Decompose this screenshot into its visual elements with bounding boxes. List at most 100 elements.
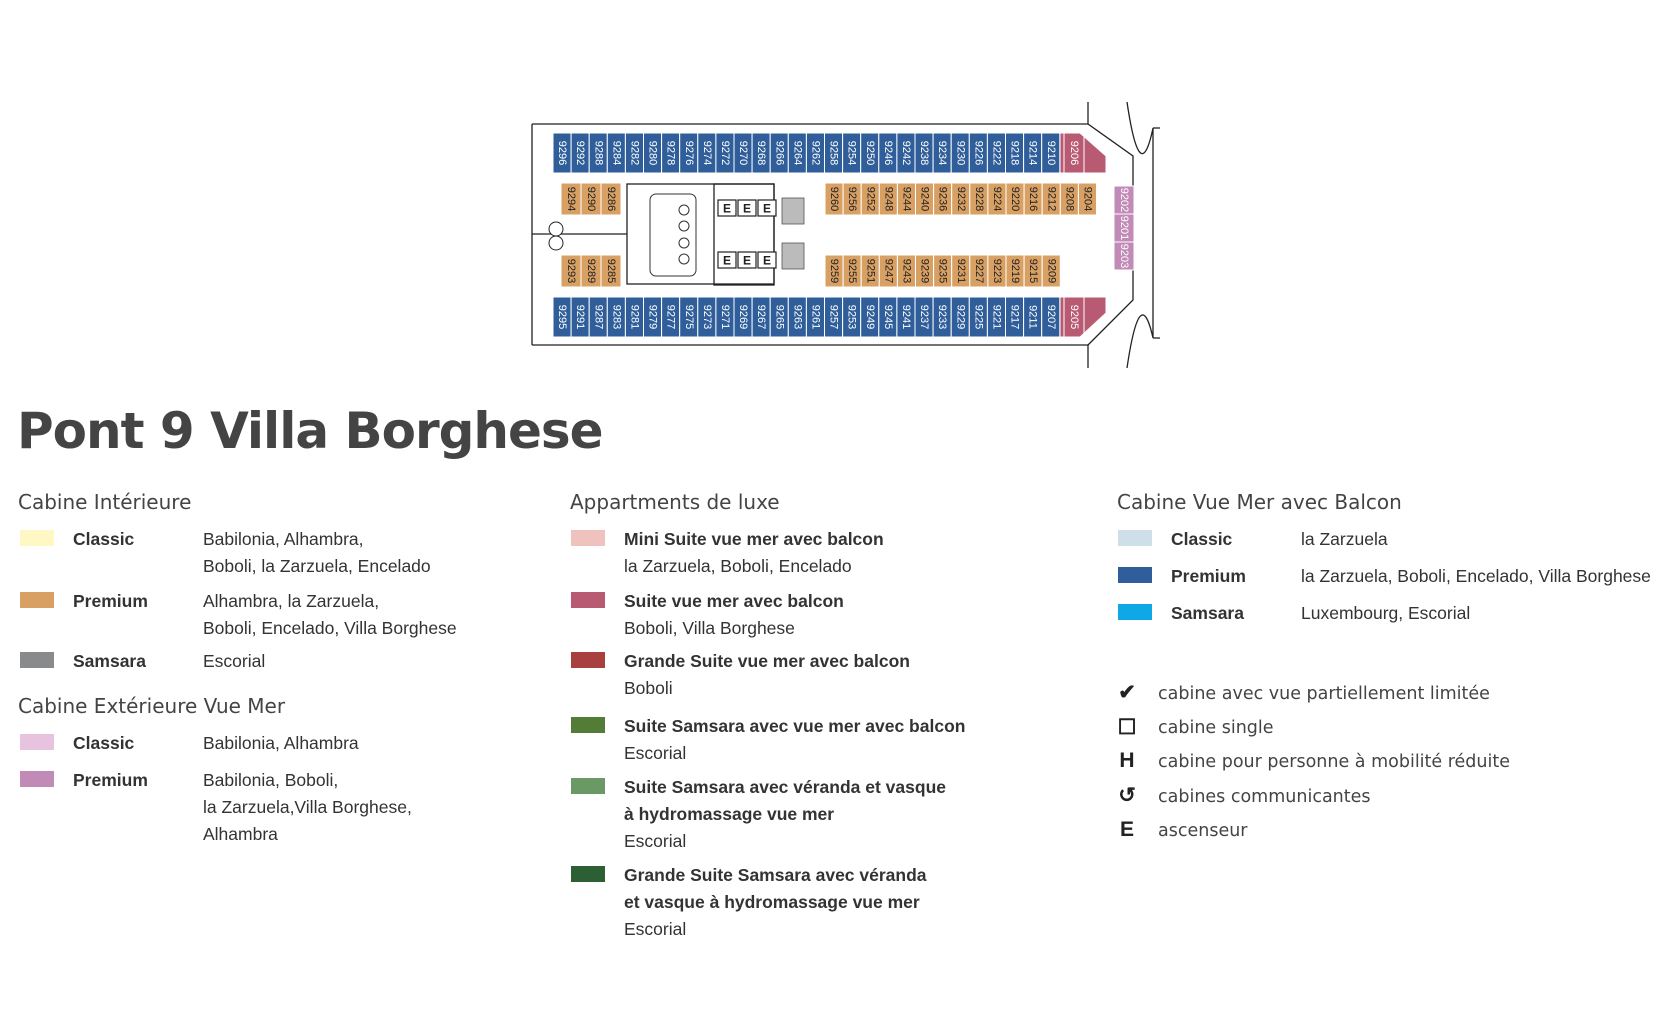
cabin-9203[interactable] (1113, 241, 1135, 271)
grande-suite-samsara-ships: Escorial (624, 919, 687, 939)
cabin-9205[interactable] (1059, 296, 1107, 338)
swatch-interior-classic (20, 530, 54, 546)
cabin-number: 9221 (990, 305, 1002, 329)
exterior-heading: Cabine Extérieure Vue Mer (18, 694, 286, 718)
cabin-number: 9288 (592, 141, 604, 165)
cabin-number: 9246 (882, 141, 894, 165)
cabin-number: 9278 (665, 141, 677, 165)
ext-premium-ships-3: Alhambra (203, 824, 278, 844)
cabin-9209[interactable] (1041, 254, 1061, 288)
cabin-number: 9264 (791, 141, 803, 165)
stairs (781, 197, 805, 270)
cabin-number: 9229 (954, 305, 966, 329)
suite-title: Suite vue mer avec balcon (624, 591, 844, 611)
balcon-samsara-label: Samsara (1171, 603, 1244, 623)
lounge-seating (649, 193, 697, 277)
swatch-mini-suite (571, 530, 605, 546)
cabin-9286[interactable] (600, 182, 622, 216)
mini-suite-title: Mini Suite vue mer avec balcon (624, 529, 884, 549)
cabin-9205[interactable] (1063, 296, 1085, 338)
cabin-number: 9294 (565, 187, 577, 211)
elevator (717, 251, 737, 269)
elevator (757, 251, 777, 269)
cabin-number: 9253 (846, 305, 858, 329)
cabin-number: 9205 (1068, 305, 1080, 329)
cabin-number: 9202 (1118, 188, 1130, 212)
cabin-number: 9274 (701, 141, 713, 165)
cabin-number: 9237 (918, 305, 930, 329)
cabin-number: 9226 (972, 141, 984, 165)
cabin-number: 9272 (719, 141, 731, 165)
check-icon: ✔ (1118, 681, 1136, 704)
swatch-balcon-premium (1118, 567, 1152, 583)
cabin-9204[interactable] (1077, 182, 1098, 216)
suite-samsara-ships: Escorial (624, 743, 687, 763)
cabin-number: 9227 (973, 259, 985, 283)
hull-outline (531, 101, 1160, 369)
cabin-number: 9284 (610, 141, 622, 165)
elevator (717, 199, 737, 217)
balcon-premium-ships: la Zarzuela, Boboli, Encelado, Villa Bor… (1301, 566, 1651, 586)
cabin-number: 9238 (918, 141, 930, 165)
cabin-number: 9216 (1027, 187, 1039, 211)
symbol-text-connecting: cabines communicantes (1158, 787, 1371, 807)
swatch-balcon-classic (1118, 530, 1152, 546)
cabin-number: 9281 (628, 305, 640, 329)
interior-samsara-ships-1: Escorial (203, 651, 266, 671)
balcon-classic-label: Classic (1171, 529, 1233, 549)
cabin-9206[interactable] (1063, 132, 1085, 174)
cabin-number: 9289 (585, 259, 597, 283)
connecting-icon: ↺ (1118, 784, 1136, 807)
accessible-icon: H (1119, 749, 1135, 772)
elevator-icon: E (763, 202, 771, 216)
cabin-number: 9283 (610, 305, 622, 329)
cabin-number: 9287 (592, 305, 604, 329)
cabin-number: 9219 (1009, 259, 1021, 283)
cabin-number: 9291 (574, 305, 586, 329)
cabin-number: 9263 (791, 305, 803, 329)
ext-classic-ships-1: Babilonia, Alhambra (203, 733, 359, 753)
cabin-number: 9265 (773, 305, 785, 329)
cabin-number: 9243 (900, 259, 912, 283)
cabin-number: 9290 (585, 187, 597, 211)
symbol-text-check: cabine avec vue partiellement limitée (1158, 684, 1490, 704)
balcon-premium-label: Premium (1171, 566, 1246, 586)
single-cabin-icon: ☐ (1117, 716, 1137, 739)
suite-samsara-veranda-title-2: à hydromassage vue mer (624, 804, 835, 824)
swatch-suite-samsara (571, 717, 605, 733)
cabin-number: 9280 (647, 141, 659, 165)
luxe-heading: Appartments de luxe (570, 490, 780, 514)
cabin-number: 9241 (900, 305, 912, 329)
swatch-interior-premium (20, 592, 54, 608)
swatch-ext-classic (20, 734, 54, 750)
cabin-number: 9236 (937, 187, 949, 211)
cabin-number: 9210 (1045, 141, 1057, 165)
cabin-number: 9257 (828, 305, 840, 329)
grande-suite-samsara-title-2: et vasque à hydromassage vue mer (624, 892, 920, 912)
cabin-number: 9245 (882, 305, 894, 329)
cabin-number: 9239 (919, 259, 931, 283)
cabin-number: 9244 (900, 187, 912, 211)
cabin-number: 9240 (919, 187, 931, 211)
cabin-number: 9260 (828, 187, 840, 211)
cabin-number: 9252 (864, 187, 876, 211)
balcon-samsara-ships: Luxembourg, Escorial (1301, 603, 1471, 623)
swatch-balcon-samsara (1118, 604, 1152, 620)
ext-premium-ships-1: Babilonia, Boboli, (203, 770, 339, 790)
cabin-number: 9208 (1063, 187, 1075, 211)
cabin-number: 9295 (556, 305, 568, 329)
cabin-number: 9247 (882, 259, 894, 283)
cabin-number: 9277 (665, 305, 677, 329)
elevator (737, 251, 757, 269)
elevator (757, 199, 777, 217)
elevator-icon: E (723, 254, 731, 268)
swatch-ext-premium (20, 771, 54, 787)
cabin-number: 9267 (755, 305, 767, 329)
elevator (737, 199, 757, 217)
symbol-text-single: cabine single (1158, 718, 1274, 738)
grande-suite-samsara-title: Grande Suite Samsara avec véranda (624, 865, 927, 885)
cabin-number: 9231 (955, 259, 967, 283)
cabin-number: 9262 (809, 141, 821, 165)
cabin-9285[interactable] (600, 254, 622, 288)
aft-door-icon (548, 235, 564, 251)
